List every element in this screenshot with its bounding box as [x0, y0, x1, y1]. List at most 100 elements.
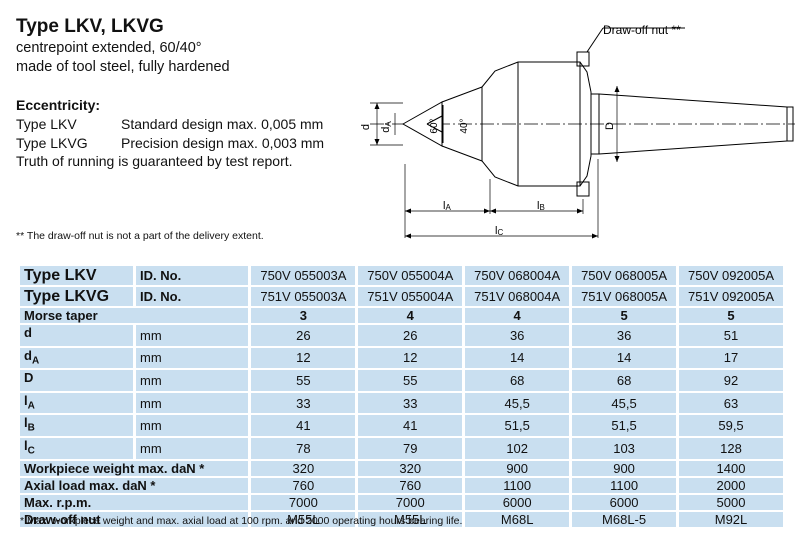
table-cell: M68L — [465, 511, 570, 527]
table-cell: 128 — [679, 437, 783, 459]
angle-60-label: 60° — [429, 118, 440, 133]
table-cell: 760 — [251, 477, 356, 493]
table-row-d: d mm 26 26 36 36 51 — [20, 325, 783, 346]
table-cell: 6000 — [465, 494, 570, 510]
table-cell: 14 — [465, 347, 570, 369]
table-cell: 63 — [679, 392, 783, 414]
table-cell: 5000 — [679, 494, 783, 510]
subtitle-line-2: made of tool steel, fully hardened — [16, 59, 230, 75]
table-cell: 92 — [679, 370, 783, 391]
table-cell: 751V 068004A — [465, 287, 570, 306]
table-cell: 55 — [358, 370, 463, 391]
table-cell: M55L — [358, 511, 463, 527]
row-label: Workpiece weight max. daN * — [20, 460, 249, 476]
dim-lc-label: lC — [495, 225, 503, 237]
table-cell: 5 — [572, 308, 677, 323]
table-cell: 751V 092005A — [679, 287, 783, 306]
table-cell: 12 — [251, 347, 356, 369]
dim-lb-label: lB — [537, 200, 545, 212]
table-cell: 760 — [358, 477, 463, 493]
table-row-workpiece-weight: Workpiece weight max. daN * 320 320 900 … — [20, 460, 783, 476]
table-cell: 26 — [251, 325, 356, 346]
specification-table: Type LKV ID. No. 750V 055003A 750V 05500… — [17, 264, 786, 529]
table-row-draw-off-nut: Draw-off nut M55L M55L M68L M68L-5 M92L — [20, 511, 783, 527]
row-label: dA — [20, 347, 134, 369]
eccentricity-row-lkvg: Type LKVG Precision design max. 0,003 mm — [16, 135, 324, 151]
table-cell: 900 — [572, 460, 677, 476]
row-label: lC — [20, 437, 134, 459]
table-cell: 33 — [358, 392, 463, 414]
table-cell: 3 — [251, 308, 356, 323]
table-cell: 751V 055004A — [358, 287, 463, 306]
table-cell: 33 — [251, 392, 356, 414]
table-cell: 6000 — [572, 494, 677, 510]
table-cell: 45,5 — [465, 392, 570, 414]
table-cell: 103 — [572, 437, 677, 459]
table-cell: 750V 068005A — [572, 266, 677, 285]
row-unit: mm — [136, 325, 249, 346]
table-cell: M55L — [251, 511, 356, 527]
table-cell: 900 — [465, 460, 570, 476]
table-row-type-lkv: Type LKV ID. No. 750V 055003A 750V 05500… — [20, 266, 783, 285]
table-cell: 750V 092005A — [679, 266, 783, 285]
row-label: lA — [20, 392, 134, 414]
row-unit: mm — [136, 347, 249, 369]
row-unit: ID. No. — [136, 266, 249, 285]
eccentricity-type: Type LKV — [16, 116, 77, 132]
dim-la-label: lA — [443, 200, 451, 212]
table-cell: 55 — [251, 370, 356, 391]
table-cell: 51,5 — [465, 415, 570, 436]
row-label: Type LKVG — [20, 287, 134, 306]
table-cell: 41 — [251, 415, 356, 436]
subtitle-line-1: centrepoint extended, 60/40° — [16, 40, 202, 56]
table-row-lc: lC mm 78 79 102 103 128 — [20, 437, 783, 459]
table-cell: 4 — [465, 308, 570, 323]
row-unit: mm — [136, 392, 249, 414]
dim-d-label: d — [360, 124, 372, 130]
eccentricity-heading: Eccentricity: — [16, 97, 101, 113]
row-label: D — [20, 370, 134, 391]
draw-off-nut-note: ** The draw-off nut is not a part of the… — [16, 230, 264, 242]
table-cell: 1400 — [679, 460, 783, 476]
table-cell: 2000 — [679, 477, 783, 493]
table-cell: 51 — [679, 325, 783, 346]
page-title: Type LKV, LKVG — [16, 16, 164, 37]
table-cell: 750V 055003A — [251, 266, 356, 285]
table-cell: 7000 — [251, 494, 356, 510]
table-row-max-rpm: Max. r.p.m. 7000 7000 6000 6000 5000 — [20, 494, 783, 510]
angle-40-label: 40° — [459, 118, 470, 133]
eccentricity-row-lkv: Type LKV Standard design max. 0,005 mm — [16, 116, 323, 132]
table-row-type-lkvg: Type LKVG ID. No. 751V 055003A 751V 0550… — [20, 287, 783, 306]
dim-D-label: D — [604, 122, 616, 130]
table-cell: M68L-5 — [572, 511, 677, 527]
table-cell: M92L — [679, 511, 783, 527]
row-label: Axial load max. daN * — [20, 477, 249, 493]
table-row-D: D mm 55 55 68 68 92 — [20, 370, 783, 391]
table-cell: 68 — [465, 370, 570, 391]
centrepoint-drawing: Draw-off nut ** d dA 60° 40° D lA lB lC — [360, 23, 795, 239]
table-cell: 751V 055003A — [251, 287, 356, 306]
table-row-morse-taper: Morse taper 3 4 4 5 5 — [20, 308, 783, 323]
row-unit: mm — [136, 370, 249, 391]
dim-da-label: dA — [380, 121, 393, 133]
table-cell: 78 — [251, 437, 356, 459]
eccentricity-value: Standard design max. 0,005 mm — [121, 116, 324, 132]
table-cell: 7000 — [358, 494, 463, 510]
draw-off-nut-callout: Draw-off nut ** — [603, 23, 681, 37]
table-cell: 4 — [358, 308, 463, 323]
table-cell: 41 — [358, 415, 463, 436]
table-cell: 45,5 — [572, 392, 677, 414]
table-cell: 1100 — [465, 477, 570, 493]
table-row-la: lA mm 33 33 45,5 45,5 63 — [20, 392, 783, 414]
table-cell: 68 — [572, 370, 677, 391]
table-cell: 751V 068005A — [572, 287, 677, 306]
table-cell: 320 — [251, 460, 356, 476]
table-cell: 5 — [679, 308, 783, 323]
footnote: * Max. workpiece weight and max. axial l… — [20, 515, 463, 527]
table-cell: 51,5 — [572, 415, 677, 436]
table-cell: 36 — [465, 325, 570, 346]
table-cell: 750V 055004A — [358, 266, 463, 285]
truth-of-running-text: Truth of running is guaranteed by test r… — [16, 153, 293, 169]
row-unit: mm — [136, 437, 249, 459]
row-label: Max. r.p.m. — [20, 494, 249, 510]
